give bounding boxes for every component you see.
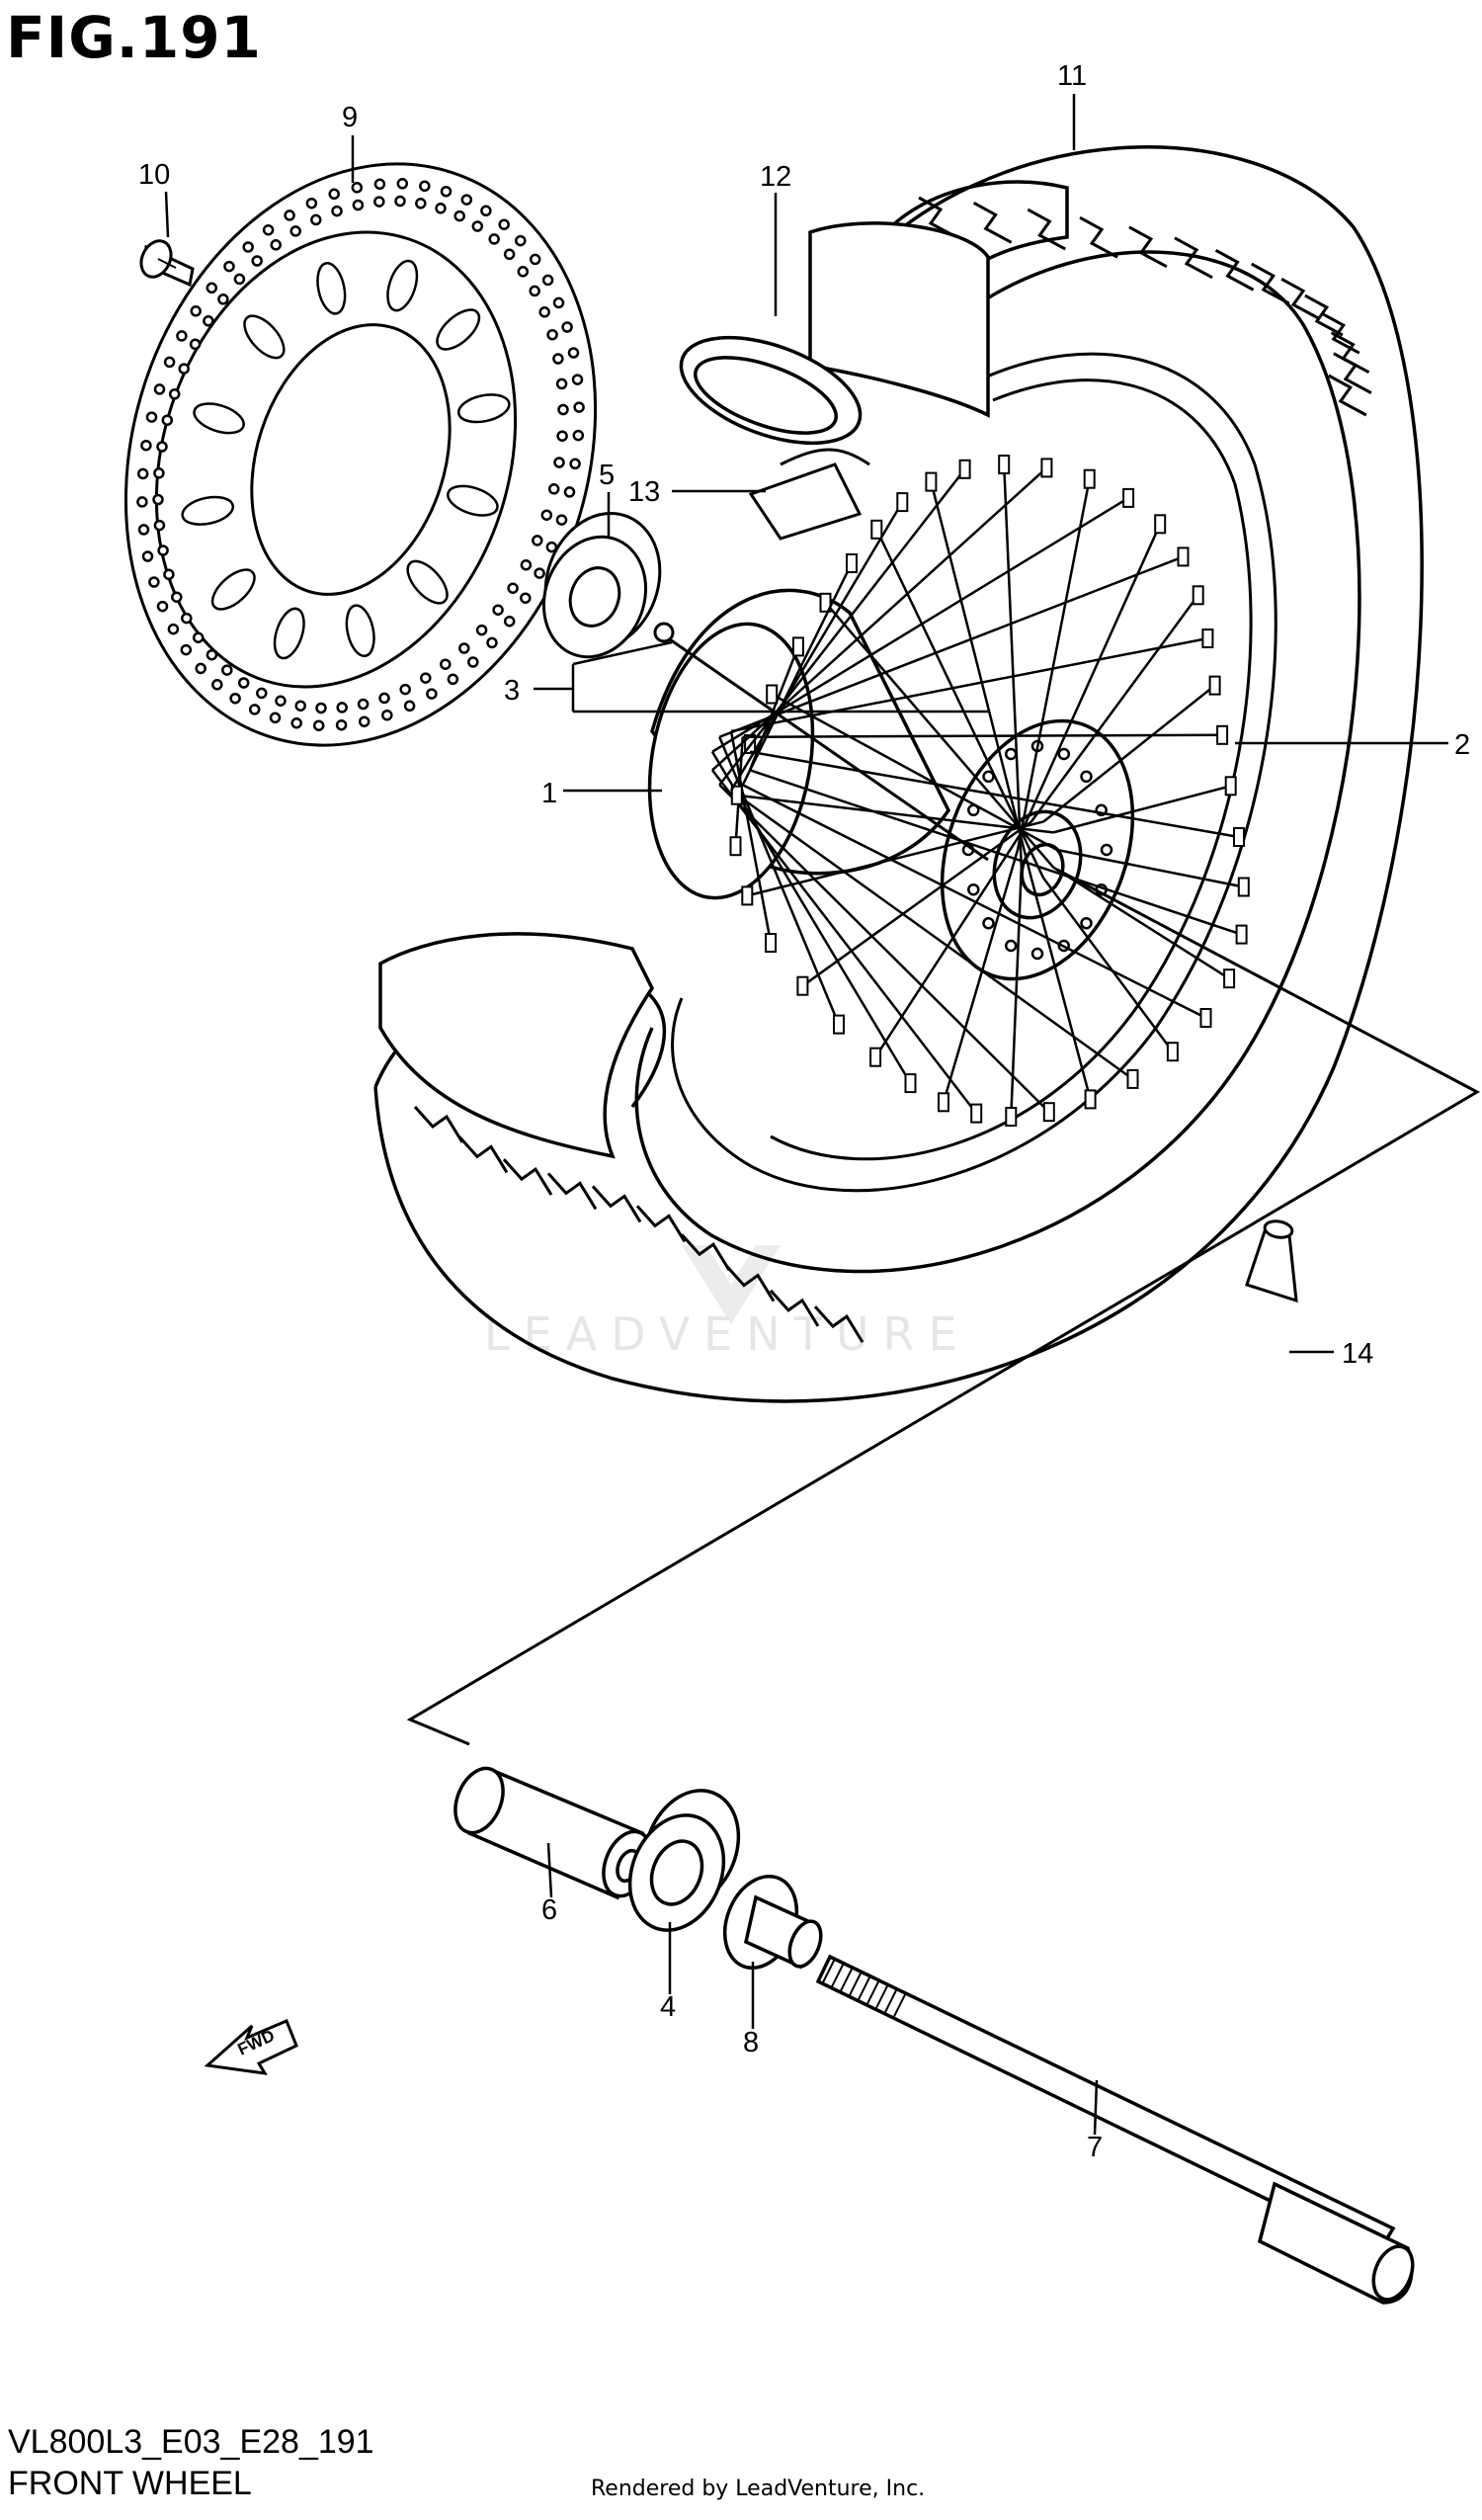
spokes	[710, 455, 1250, 1127]
brake-disc	[124, 162, 598, 747]
axle-spacer	[453, 1766, 653, 1900]
wheel-bearing-upper	[541, 511, 662, 659]
spoke-part	[653, 622, 989, 862]
rim-band	[748, 448, 870, 541]
watermark-text: LEADVENTURE	[484, 1307, 971, 1361]
valve-cap	[1245, 1219, 1298, 1303]
model-code: VL800L3_E03_E28_191	[8, 2423, 374, 2461]
tire-tread	[413, 196, 1372, 1343]
callout-13: 13	[628, 476, 660, 508]
watermark: LEADVENTURE	[484, 1245, 971, 1361]
callout-3: 3	[504, 675, 520, 707]
callout-4: 4	[660, 1991, 676, 2023]
callout-11: 11	[1057, 60, 1087, 92]
callout-9: 9	[342, 102, 358, 133]
front-axle	[815, 1954, 1415, 2305]
rendered-by-credit: Rendered by LeadVenture, Inc.	[591, 2477, 926, 2501]
fwd-arrow: FWD	[204, 2019, 298, 2075]
wheel-bearing-lower	[627, 1789, 741, 1932]
callout-2: 2	[1454, 729, 1470, 761]
callout-10: 10	[138, 159, 170, 191]
leader-lines	[164, 94, 1448, 2136]
callouts: 10 9 5 11 12 13 3 1 2 14 6 4 8 7	[138, 60, 1470, 2163]
callout-5: 5	[599, 460, 615, 491]
diagram-caption: FRONT WHEEL	[8, 2465, 252, 2502]
inner-tube	[679, 221, 990, 446]
callout-1: 1	[541, 778, 557, 809]
disc-bolt	[139, 239, 195, 288]
axle-collar	[722, 1874, 823, 1971]
callout-12: 12	[760, 161, 791, 193]
callout-14: 14	[1342, 1338, 1373, 1370]
callout-6: 6	[541, 1894, 557, 1926]
figure-title: FIG.191	[6, 4, 262, 71]
callout-8: 8	[743, 2027, 759, 2058]
callout-7: 7	[1087, 2132, 1103, 2163]
axle-assembly-line	[406, 868, 1481, 1746]
